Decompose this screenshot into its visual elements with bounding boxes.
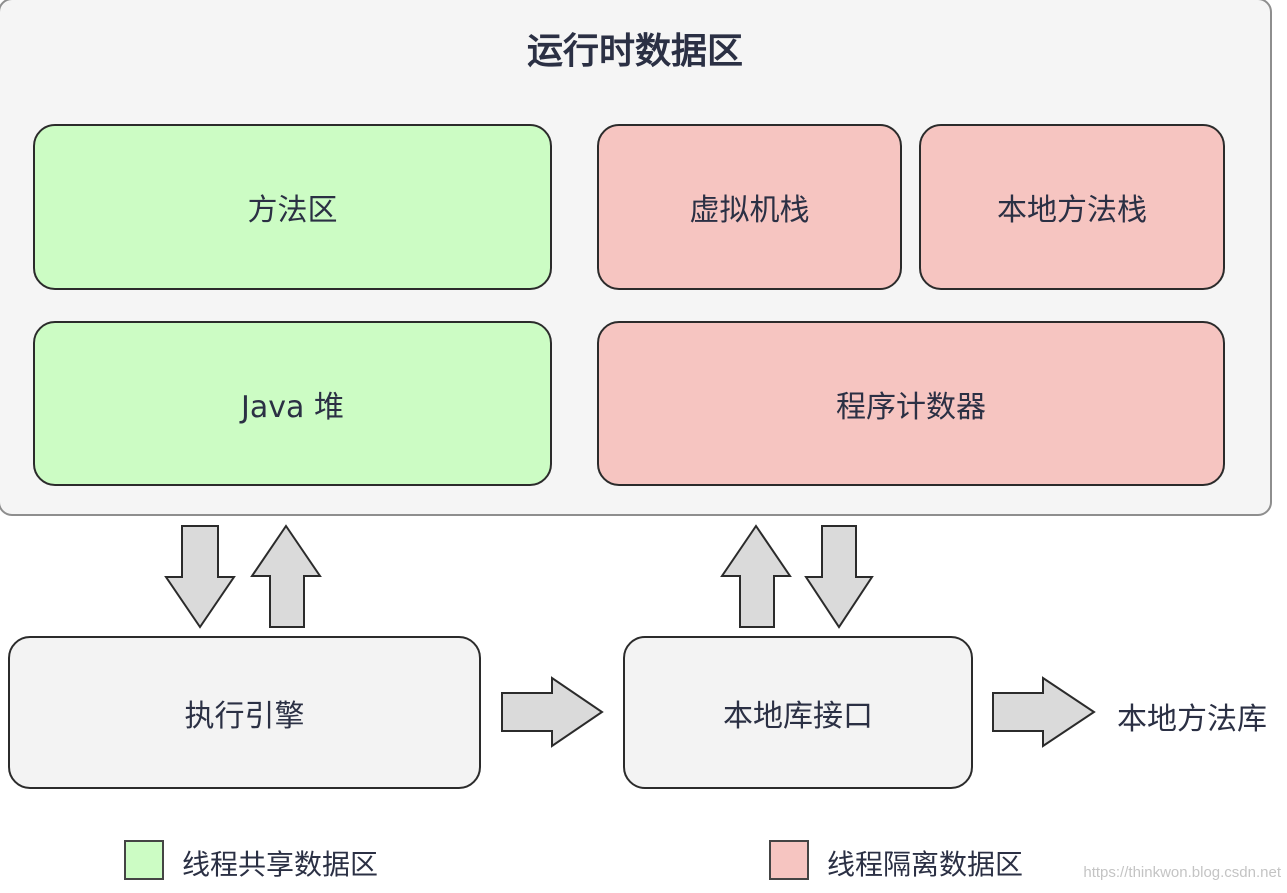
legend-shared-label: 线程共享数据区	[182, 848, 379, 881]
execution-engine-block: 执行引擎	[8, 636, 481, 789]
watermark: https://thinkwon.blog.csdn.net	[1083, 864, 1281, 881]
native-library-label: 本地方法库	[1117, 702, 1267, 737]
native-interface-block: 本地库接口	[623, 636, 973, 789]
java-heap-block: Java 堆	[33, 321, 552, 486]
legend-isolated-swatch	[769, 840, 809, 880]
legend-isolated-label: 线程隔离数据区	[827, 848, 1024, 881]
program-counter-block: 程序计数器	[597, 321, 1225, 486]
native-method-stack-block: 本地方法栈	[919, 124, 1225, 290]
arrow-right-icon	[992, 676, 1096, 748]
arrow-up-icon	[720, 524, 792, 628]
method-area-block: 方法区	[33, 124, 552, 290]
runtime-data-area-title: 运行时数据区	[526, 31, 743, 72]
vm-stack-block: 虚拟机栈	[597, 124, 902, 290]
arrow-down-icon	[804, 525, 874, 629]
arrow-right-icon	[501, 676, 604, 748]
legend-shared-swatch	[124, 840, 164, 880]
arrow-up-icon	[250, 524, 322, 628]
arrow-down-icon	[164, 525, 236, 629]
